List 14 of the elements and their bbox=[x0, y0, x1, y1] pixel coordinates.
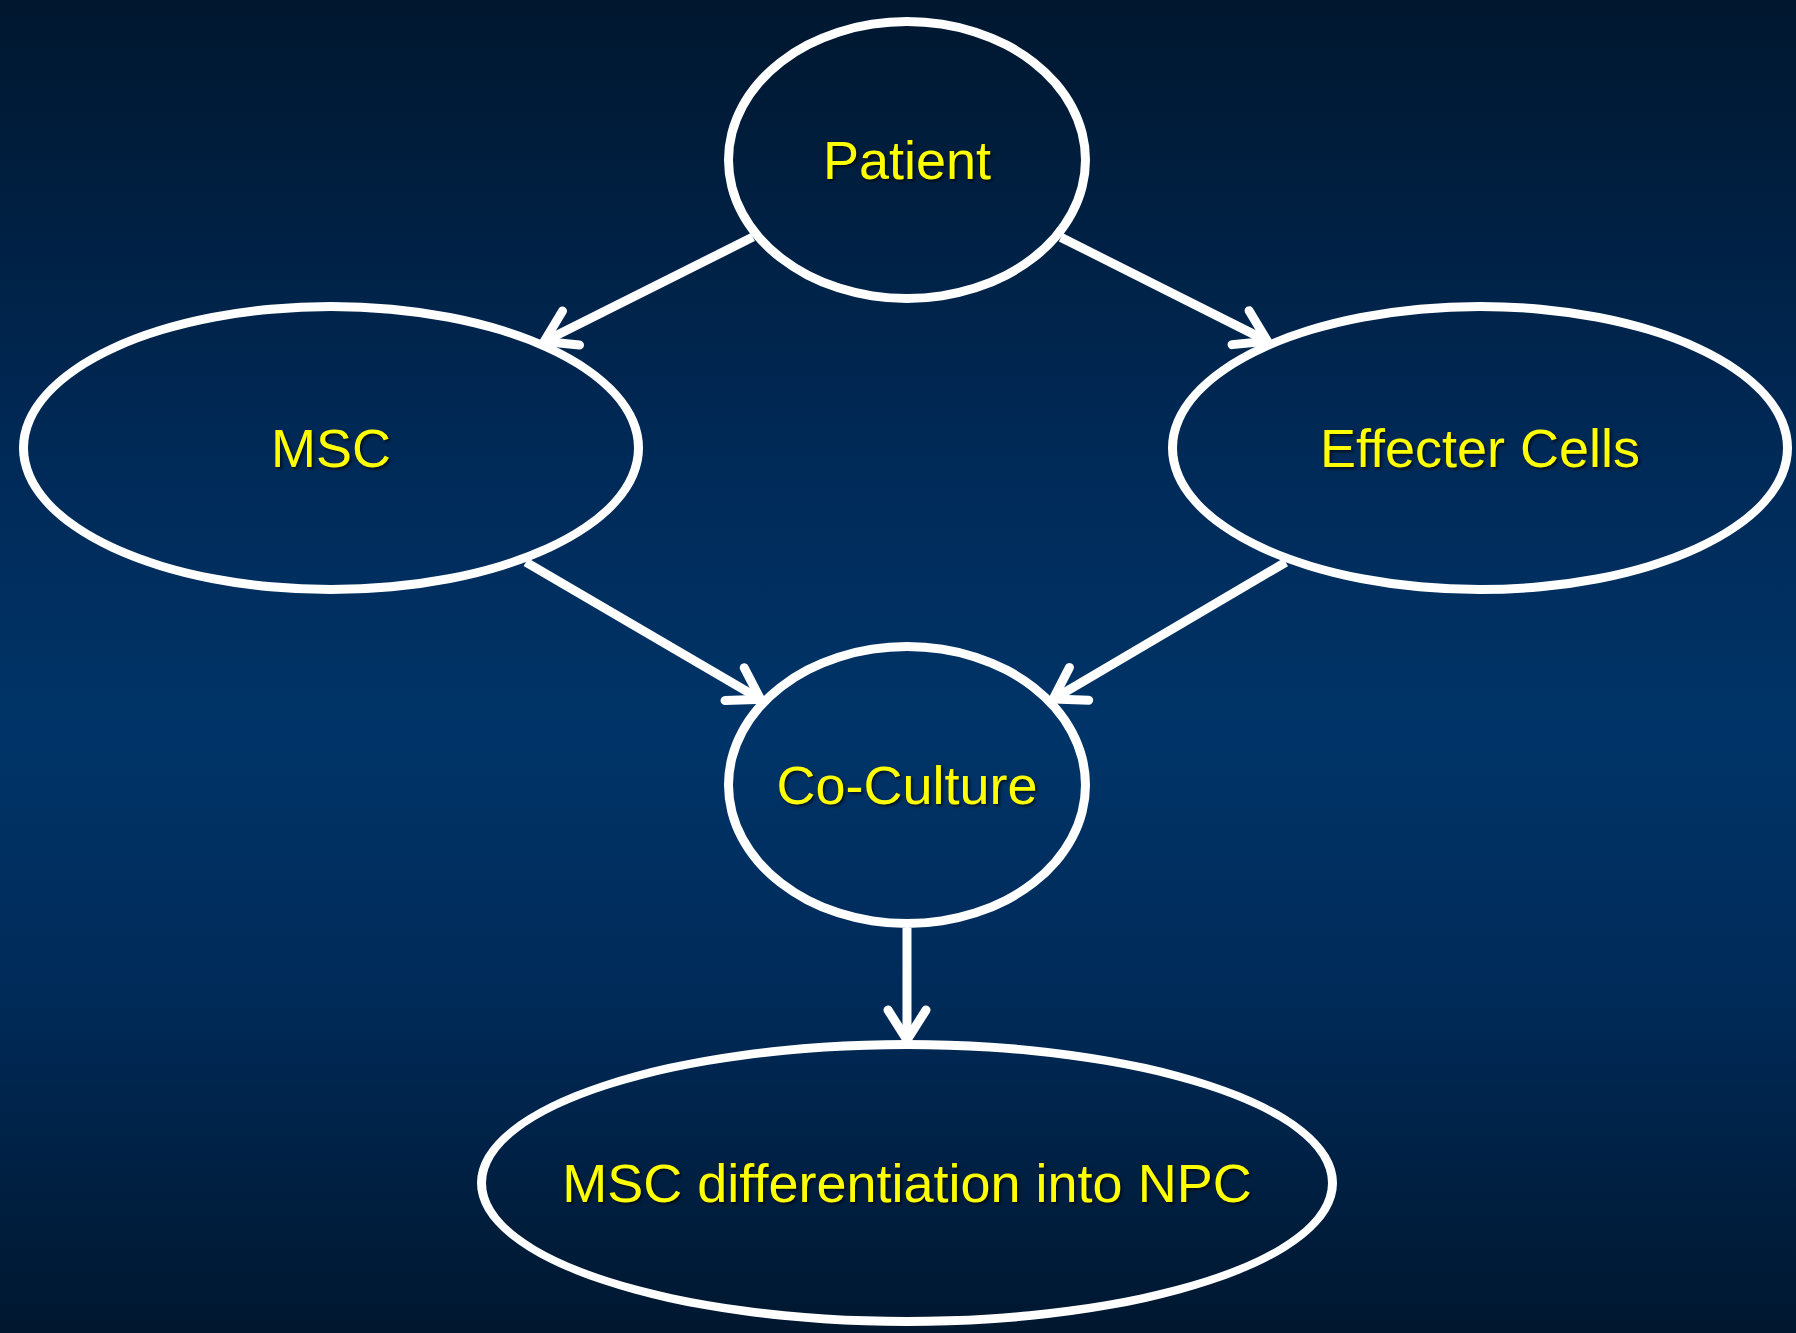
arrow bbox=[539, 233, 755, 350]
ellipse-node bbox=[724, 17, 1090, 303]
arrow bbox=[523, 558, 765, 706]
node-label: Co-Culture bbox=[775, 753, 1039, 817]
node-label: Effecter Cells bbox=[1318, 416, 1642, 480]
ellipse-node bbox=[1168, 302, 1792, 594]
arrow bbox=[1048, 558, 1289, 705]
node-label: MSC bbox=[270, 416, 392, 480]
arrow bbox=[1058, 233, 1272, 350]
node-label: Patient bbox=[821, 128, 993, 192]
ellipse-node bbox=[477, 1040, 1337, 1326]
node-label: MSC differentiation into NPC bbox=[561, 1151, 1253, 1215]
ellipse-node bbox=[724, 642, 1090, 928]
ellipse-node bbox=[19, 302, 643, 594]
